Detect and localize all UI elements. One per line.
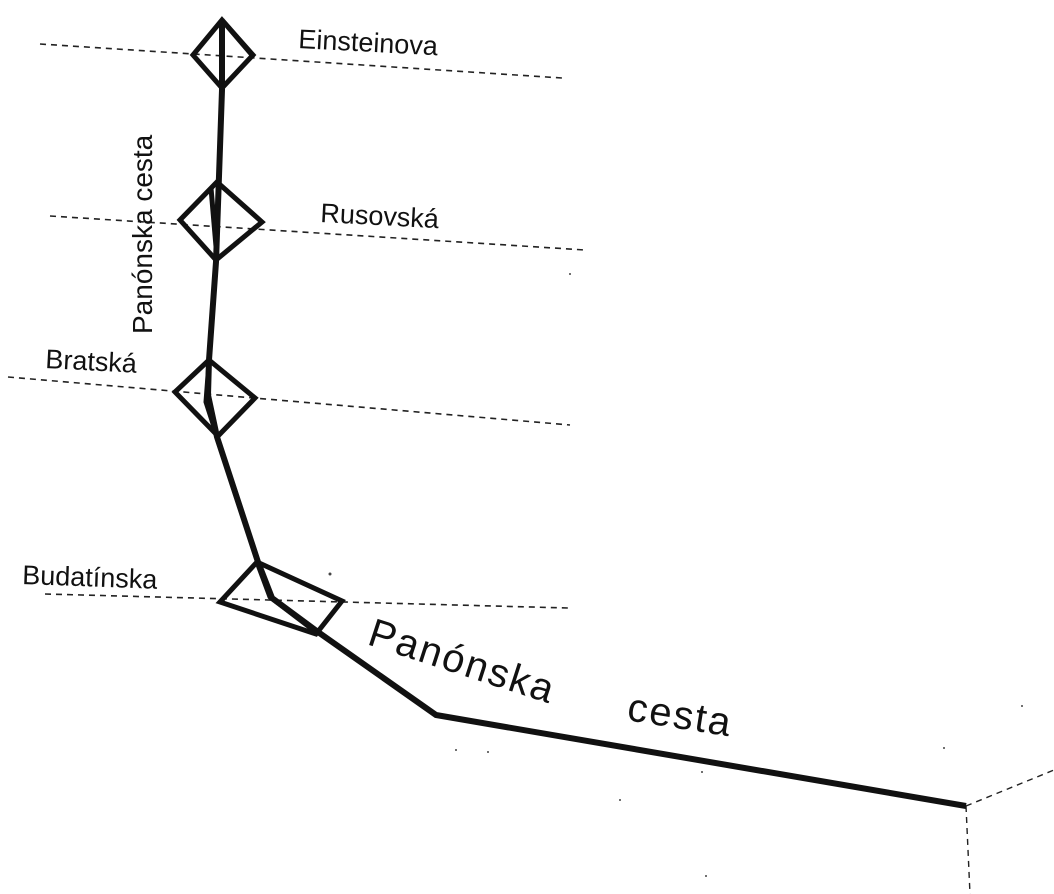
speck	[455, 749, 457, 751]
speck	[569, 273, 571, 275]
intersection-bratska-inner	[203, 361, 220, 437]
label-einsteinova: Einsteinova	[298, 24, 440, 61]
boundary-line	[965, 769, 1054, 807]
speck	[487, 751, 489, 753]
cross-street-budatinska-line	[44, 593, 569, 609]
intersection-rusovska-inner	[208, 187, 220, 259]
label-panonska-cesta-main-1: Panónska	[363, 611, 561, 713]
speck	[619, 799, 621, 801]
speck	[328, 572, 332, 576]
label-panonska-cesta-main-2: cesta	[625, 685, 736, 745]
speck	[705, 875, 707, 877]
cross-street-bratska-line	[7, 376, 571, 426]
speck	[1021, 705, 1023, 707]
speck	[943, 747, 945, 749]
cross-street-rusovska-line	[49, 215, 586, 251]
intersection-rusovska	[176, 178, 266, 264]
label-panonska-cesta-vertical: Panónska cesta	[127, 134, 158, 334]
intersection-einsteinova-inner	[220, 18, 254, 57]
label-bratska: Bratská	[45, 344, 139, 379]
boundary-line-vertical	[965, 805, 971, 894]
panonska-cesta-road	[204, 20, 967, 809]
speck	[701, 771, 703, 773]
label-rusovska: Rusovská	[320, 198, 441, 234]
intersection-bratska	[171, 356, 259, 440]
label-budatinska: Budatínska	[22, 560, 159, 595]
intersection-budatinska	[215, 558, 346, 637]
intersection-budatinska-inner	[254, 561, 318, 634]
